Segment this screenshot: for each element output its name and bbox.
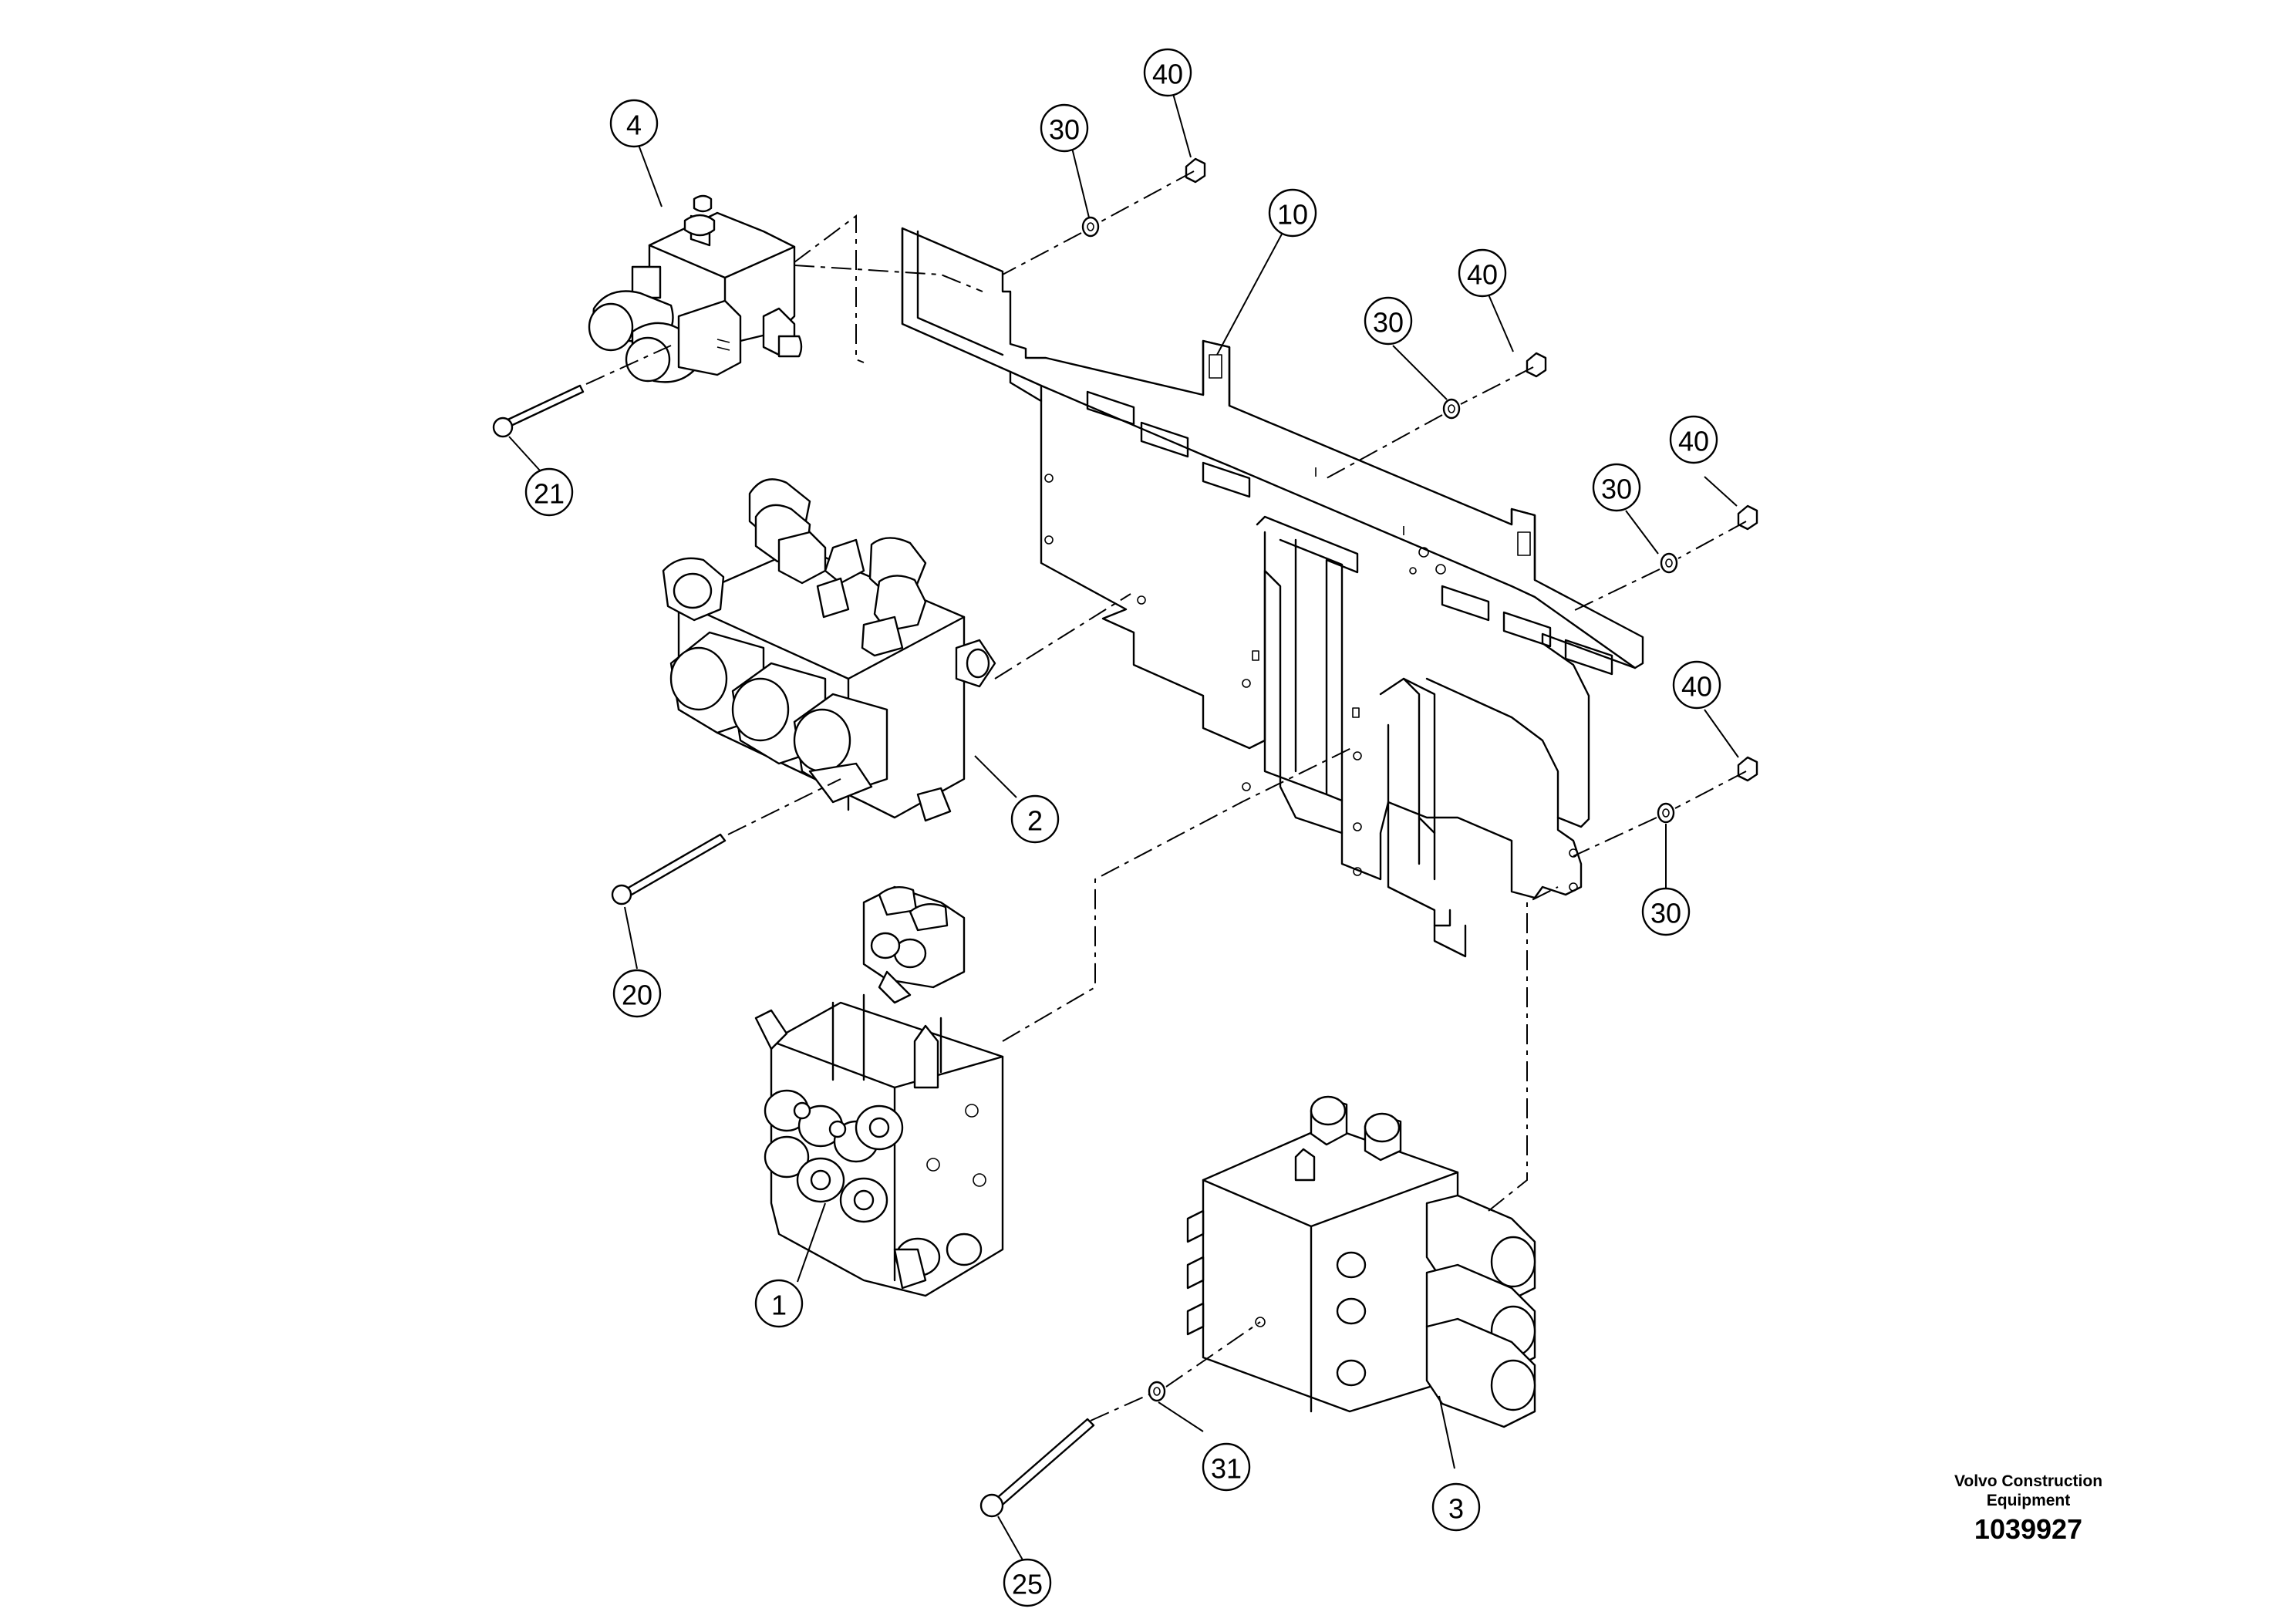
- callout-40: 40: [1672, 660, 1721, 710]
- callout-40: 40: [1458, 248, 1507, 298]
- callout-label: 30: [1650, 898, 1681, 929]
- callout-4: 4: [609, 99, 659, 148]
- callout-label: 30: [1049, 114, 1080, 146]
- callout-label: 3: [1448, 1493, 1464, 1525]
- mounting-bracket: [901, 227, 1644, 958]
- callout-40: 40: [1669, 415, 1718, 464]
- callout-label: 40: [1467, 259, 1498, 291]
- callout-label: 40: [1152, 59, 1183, 90]
- callout-label: 4: [626, 110, 642, 141]
- brand-label: Volvo Construction Equipment: [1913, 1472, 2144, 1510]
- callout-21: 21: [524, 467, 574, 517]
- valve-1: [754, 885, 1004, 1297]
- callout-3: 3: [1431, 1482, 1481, 1532]
- callout-1: 1: [754, 1279, 804, 1328]
- callout-25: 25: [1003, 1558, 1052, 1607]
- callout-30: 30: [1040, 103, 1089, 153]
- brand-line-2: Equipment: [1986, 1492, 2071, 1509]
- callout-30: 30: [1364, 296, 1413, 346]
- valve-4: [588, 194, 803, 383]
- callout-2: 2: [1010, 794, 1060, 844]
- callout-label: 2: [1027, 805, 1043, 837]
- callout-label: 30: [1373, 307, 1404, 339]
- valve-2: [662, 478, 996, 822]
- callout-10: 10: [1268, 188, 1317, 238]
- brand-line-1: Volvo Construction: [1954, 1472, 2103, 1490]
- callout-40: 40: [1143, 48, 1192, 97]
- assembly-centerlines: [585, 170, 1747, 1421]
- callout-label: 20: [622, 980, 652, 1011]
- callout-31: 31: [1202, 1442, 1251, 1492]
- callout-label: 40: [1681, 671, 1712, 703]
- callout-label: 1: [771, 1290, 787, 1321]
- callout-leaders: [508, 90, 1739, 1563]
- callout-30: 30: [1641, 887, 1691, 936]
- callout-label: 40: [1678, 426, 1709, 457]
- callout-30: 30: [1592, 463, 1641, 512]
- callout-20: 20: [612, 969, 662, 1018]
- fasteners: [492, 157, 1758, 1518]
- callout-label: 10: [1277, 199, 1308, 231]
- callout-label: 30: [1601, 474, 1632, 505]
- valve-3: [1186, 1095, 1536, 1428]
- drawing-number: 1039927: [1974, 1513, 2083, 1545]
- callout-label: 25: [1012, 1569, 1043, 1600]
- callout-label: 21: [534, 478, 565, 510]
- callout-label: 31: [1211, 1453, 1242, 1485]
